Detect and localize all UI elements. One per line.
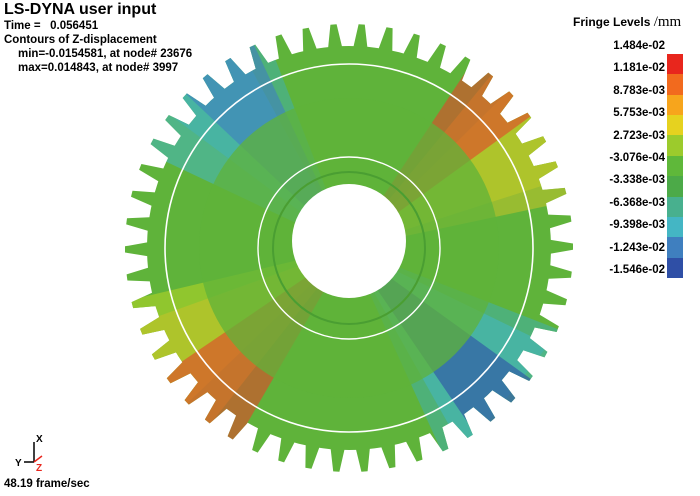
max-readout: max=0.014843, at node# 3997 xyxy=(18,62,179,74)
app-title: LS-DYNA user input xyxy=(4,1,157,18)
time-readout: Time = 0.056451 xyxy=(4,20,99,32)
fringe-color-bar xyxy=(667,54,683,279)
min-readout: min=-0.0154581, at node# 23676 xyxy=(18,48,193,60)
legend-color-swatch xyxy=(667,94,683,116)
gear-bore-hole xyxy=(292,184,406,298)
legend-title: Fringe Levels /mm xyxy=(573,14,682,30)
triad-y-label: Y xyxy=(15,458,22,469)
legend-color-swatch xyxy=(667,54,683,75)
frame-rate-status: 48.19 frame/sec xyxy=(4,478,90,490)
legend-level-label: -9.398e-03 xyxy=(609,219,665,232)
legend-color-swatch xyxy=(667,115,683,136)
triad-z-label: Z xyxy=(36,463,42,472)
legend-level-label: -1.546e-02 xyxy=(609,264,665,276)
legend-color-swatch xyxy=(667,74,683,96)
gear-hub-ring-line xyxy=(257,156,441,340)
legend-level-label: 1.484e-02 xyxy=(613,40,665,52)
triad-x-label: X xyxy=(36,434,43,445)
legend-level-label: -1.243e-02 xyxy=(609,241,665,254)
legend-color-swatch xyxy=(667,155,683,177)
legend-level-label: 2.723e-03 xyxy=(613,129,665,142)
legend-color-swatch xyxy=(667,257,683,279)
gear-bore-shadow xyxy=(272,171,426,325)
header-info: LS-DYNA user input Time = 0.056451 Conto… xyxy=(4,2,192,77)
coordinate-triad-icon: X Y Z xyxy=(15,434,43,472)
legend-level-label: 5.753e-03 xyxy=(613,107,665,120)
legend-level-label: 8.783e-03 xyxy=(613,84,665,97)
gear-outer-ring-line xyxy=(164,63,534,433)
legend-color-swatch xyxy=(667,196,683,218)
legend-level-label: -6.368e-03 xyxy=(609,196,665,209)
legend-color-swatch xyxy=(667,237,683,259)
legend-color-swatch xyxy=(667,216,683,238)
legend-color-swatch xyxy=(667,135,683,157)
legend-level-label: -3.076e-04 xyxy=(609,152,665,164)
legend-level-label: -3.338e-03 xyxy=(609,174,665,187)
contours-label: Contours of Z-displacement xyxy=(4,34,157,46)
legend-color-swatch xyxy=(667,176,683,198)
legend-level-label: 1.181e-02 xyxy=(613,62,665,75)
